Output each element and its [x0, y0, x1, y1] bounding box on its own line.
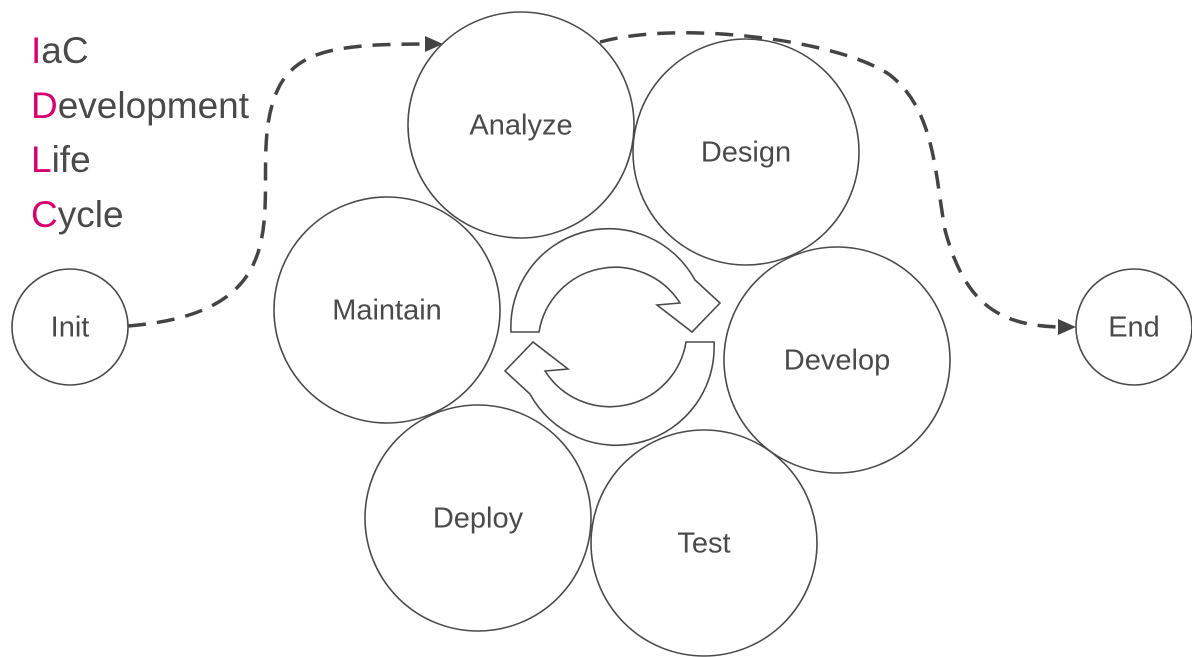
node-test-label: Test: [677, 528, 730, 560]
node-deploy[interactable]: Deploy: [364, 404, 592, 632]
title-line-cycle: Cycle: [31, 194, 124, 235]
cycle-arrow-upper: [510, 227, 722, 334]
node-analyze-label: Analyze: [469, 110, 572, 142]
node-init-label: Init: [51, 312, 90, 344]
node-end[interactable]: End: [1075, 268, 1192, 386]
diagram-title: IaC Development Life Cycle: [31, 30, 250, 235]
node-develop-label: Develop: [784, 345, 890, 377]
arrowhead-into-analyze: [425, 36, 443, 52]
arrowhead-into-end: [1058, 319, 1076, 335]
node-end-label: End: [1108, 312, 1160, 344]
node-maintain-label: Maintain: [332, 295, 442, 327]
title-line-life: Life: [31, 139, 91, 180]
node-maintain[interactable]: Maintain: [273, 196, 501, 424]
node-analyze[interactable]: Analyze: [407, 11, 635, 239]
title-line-development: Development: [31, 85, 250, 126]
title-line-iac: IaC: [31, 30, 89, 71]
node-develop[interactable]: Develop: [723, 246, 951, 474]
node-design-label: Design: [701, 137, 791, 169]
node-design[interactable]: Design: [632, 38, 860, 266]
node-deploy-label: Deploy: [433, 503, 524, 535]
node-init[interactable]: Init: [11, 268, 129, 386]
cycle-arrow-lower: [503, 340, 715, 447]
flow-to-end: [599, 31, 1059, 329]
node-test[interactable]: Test: [590, 429, 818, 657]
